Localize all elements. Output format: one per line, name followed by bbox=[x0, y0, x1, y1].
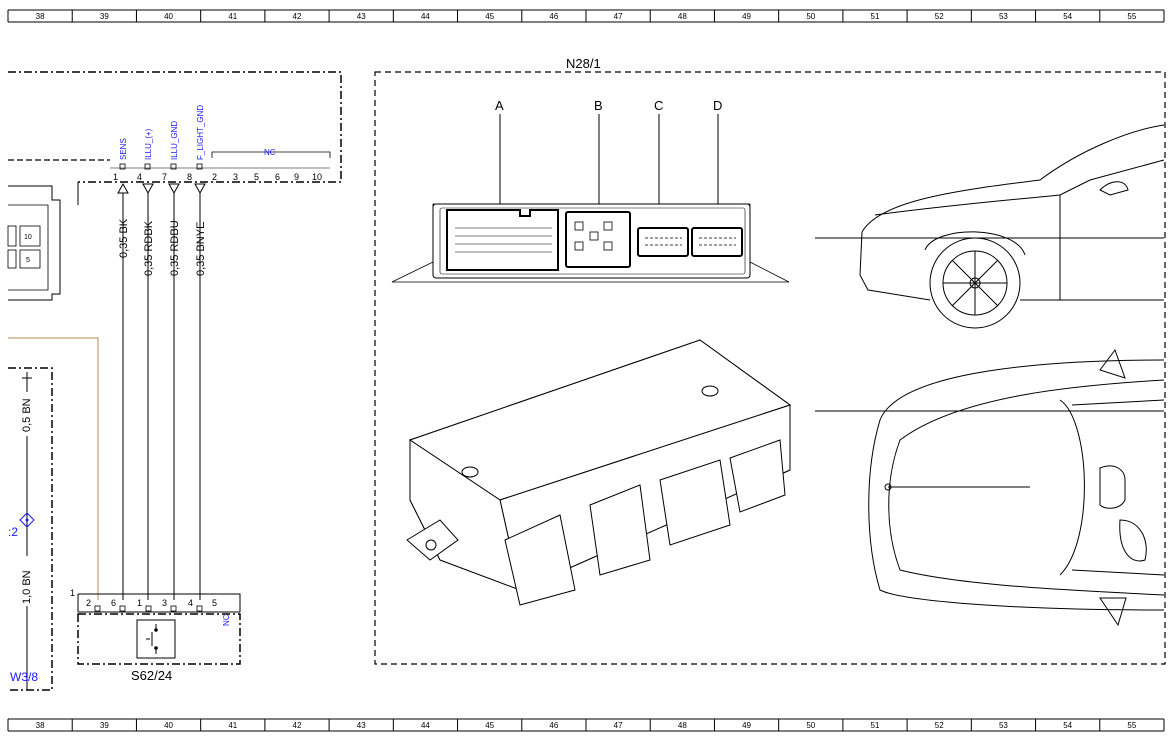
ruler-column-49: 49 bbox=[742, 12, 751, 21]
pin-4: 4 bbox=[137, 172, 142, 182]
signal-f-light-gnd: F_LIGHT_GND bbox=[196, 105, 205, 160]
signal-illu-gnd: ILLU_GND bbox=[170, 121, 179, 160]
ruler-column-40: 40 bbox=[164, 12, 173, 21]
ruler-column-40: 40 bbox=[164, 721, 173, 730]
wire-label-bk: 0,35 BK bbox=[118, 218, 130, 258]
ruler-column-53: 53 bbox=[999, 12, 1008, 21]
wires: 0,35 BK 0,35 RDBK 0,35 RDBU 0,35 BNYE bbox=[8, 182, 207, 600]
ruler-column-43: 43 bbox=[357, 721, 366, 730]
control-unit-isometric-view bbox=[406, 339, 792, 606]
ruler-column-52: 52 bbox=[935, 12, 944, 21]
pin-1: 1 bbox=[113, 172, 118, 182]
ruler-column-46: 46 bbox=[549, 721, 558, 730]
ruler-column-50: 50 bbox=[806, 721, 815, 730]
ground-ref-label: W3/8 bbox=[10, 670, 38, 684]
car-top-view bbox=[815, 348, 1165, 627]
switch-name: S62/24 bbox=[131, 668, 172, 683]
ruler-column-49: 49 bbox=[742, 721, 751, 730]
ruler-column-44: 44 bbox=[421, 721, 430, 730]
pin-7: 7 bbox=[162, 172, 167, 182]
ruler-column-44: 44 bbox=[421, 12, 430, 21]
ruler-column-39: 39 bbox=[100, 12, 109, 21]
pin-5: 5 bbox=[254, 172, 259, 182]
wire-label-bnye: 0,35 BNYE bbox=[195, 222, 207, 276]
switch-nc-label: NC bbox=[222, 614, 231, 626]
ground-node-label: :2 bbox=[8, 525, 18, 539]
ruler-column-52: 52 bbox=[935, 721, 944, 730]
nc-label-top: NC bbox=[264, 148, 276, 157]
ruler-column-48: 48 bbox=[678, 12, 687, 21]
side-connector-label-5: 5 bbox=[26, 257, 30, 264]
module-box: N28/1 bbox=[374, 56, 1166, 665]
ruler-column-55: 55 bbox=[1127, 12, 1136, 21]
switch-pin-1: 1 bbox=[137, 598, 142, 608]
switch-corner-label: 1 bbox=[70, 588, 75, 598]
connector-letter-d: D bbox=[713, 98, 722, 113]
ruler-column-54: 54 bbox=[1063, 721, 1072, 730]
switch-pin-6: 6 bbox=[111, 598, 116, 608]
ruler-column-43: 43 bbox=[357, 12, 366, 21]
ruler-column-48: 48 bbox=[678, 721, 687, 730]
ruler-column-55: 55 bbox=[1127, 721, 1136, 730]
ruler-column-50: 50 bbox=[806, 12, 815, 21]
wire-label-rdbu: 0,35 RDBU bbox=[169, 220, 181, 276]
ruler-column-38: 38 bbox=[36, 12, 45, 21]
ruler-column-42: 42 bbox=[293, 12, 302, 21]
module-name: N28/1 bbox=[566, 56, 601, 71]
ruler-column-47: 47 bbox=[614, 721, 623, 730]
ruler-column-51: 51 bbox=[871, 721, 880, 730]
pin-3: 3 bbox=[233, 172, 238, 182]
ground-block: 0,5 BN 1,0 BN :2 W3/8 bbox=[8, 367, 53, 691]
left-connector-block: NC 1 4 7 8 2 3 5 6 9 10 SENS ILLU_(+) IL… bbox=[8, 71, 342, 205]
pin-6: 6 bbox=[275, 172, 280, 182]
connector-letter-b: B bbox=[594, 98, 603, 113]
ground-wire-top: 0,5 BN bbox=[21, 398, 33, 432]
switch-pin-4: 4 bbox=[188, 598, 193, 608]
wire-label-rdbk: 0,35 RDBK bbox=[143, 220, 155, 276]
pin-10: 10 bbox=[312, 172, 322, 182]
switch-block: 1 2 6 1 3 4 5 NC S62/24 bbox=[70, 588, 241, 683]
car-side-view bbox=[815, 124, 1165, 329]
ruler-column-41: 41 bbox=[228, 12, 237, 21]
ruler-column-41: 41 bbox=[228, 721, 237, 730]
ruler-column-45: 45 bbox=[485, 12, 494, 21]
ruler-column-42: 42 bbox=[293, 721, 302, 730]
signal-sens: SENS bbox=[119, 138, 128, 160]
signal-illu-plus: ILLU_(+) bbox=[144, 128, 153, 160]
control-unit-front-view bbox=[391, 203, 790, 283]
ruler-column-53: 53 bbox=[999, 721, 1008, 730]
pin-9: 9 bbox=[294, 172, 299, 182]
side-connector-sketch: 10 5 bbox=[7, 185, 61, 301]
side-connector-label-10: 10 bbox=[24, 234, 32, 241]
ruler-column-54: 54 bbox=[1063, 12, 1072, 21]
pin-2: 2 bbox=[212, 172, 217, 182]
top-ruler: 38 39 40 41 42 43 44 45 46 47 48 49 50 51 52 53 54 55 bbox=[7, 9, 1165, 23]
ruler-column-51: 51 bbox=[871, 12, 880, 21]
ruler-column-38: 38 bbox=[36, 721, 45, 730]
ruler-column-45: 45 bbox=[485, 721, 494, 730]
connector-letter-c: C bbox=[654, 98, 663, 113]
switch-pin-3: 3 bbox=[162, 598, 167, 608]
bottom-ruler: 38 39 40 41 42 43 44 45 46 47 48 49 50 51 52 53 54 55 bbox=[7, 718, 1165, 732]
switch-pin-2: 2 bbox=[86, 598, 91, 608]
ruler-column-46: 46 bbox=[549, 12, 558, 21]
switch-pin-5: 5 bbox=[212, 598, 217, 608]
ruler-column-47: 47 bbox=[614, 12, 623, 21]
ruler-column-39: 39 bbox=[100, 721, 109, 730]
connector-letter-a: A bbox=[495, 98, 504, 113]
pin-8: 8 bbox=[187, 172, 192, 182]
switch-symbol-icon bbox=[136, 619, 176, 659]
ground-wire-bottom: 1,0 BN bbox=[21, 570, 33, 604]
